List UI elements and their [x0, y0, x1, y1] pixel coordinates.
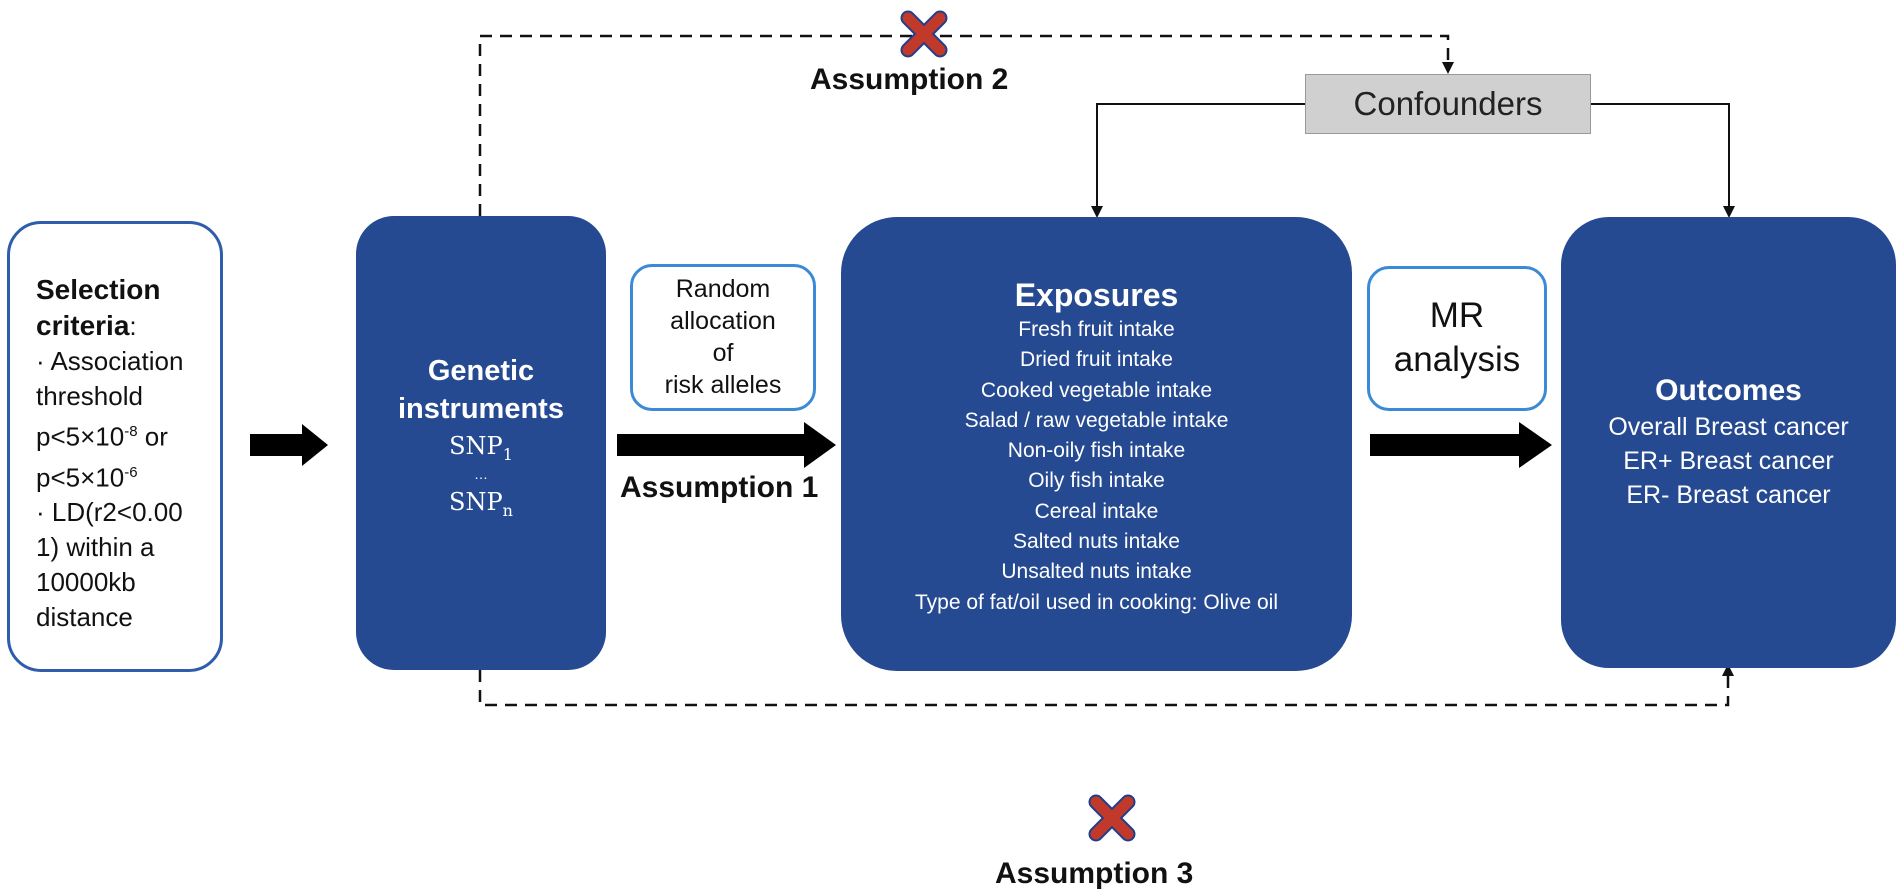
exposure-item: Type of fat/oil used in cooking: Olive o…: [914, 590, 1279, 614]
criteria-line: threshold: [36, 381, 143, 411]
exposures-to-outcomes-arrow: [1370, 422, 1552, 468]
assumption-2-dashed-line: [478, 34, 1450, 216]
random-allocation-box: Random allocation of risk alleles: [630, 264, 816, 411]
mr-analysis-line: analysis: [1393, 340, 1521, 379]
exposure-item: Cooked vegetable intake: [980, 378, 1213, 402]
mr-analysis-line: MR: [1429, 296, 1485, 335]
criteria-line: p<5×10-6: [36, 462, 138, 493]
genetic-to-exposures-arrow: [617, 422, 836, 468]
selection-criteria-box: Selection criteria: · Association thresh…: [7, 221, 223, 672]
assumption-3-dashed-line: [478, 670, 1730, 707]
confounders-box: Confounders: [1305, 74, 1591, 134]
random-allocation-line: Random: [675, 275, 771, 303]
exposures-title: Exposures: [1014, 277, 1179, 313]
selection-to-genetic-arrow: [250, 424, 328, 466]
criteria-line: distance: [36, 602, 133, 633]
exposure-item: Oily fish intake: [1028, 469, 1165, 493]
exposure-item: Salad / raw vegetable intake: [964, 408, 1229, 432]
exposure-item: Unsalted nuts intake: [1001, 560, 1192, 584]
genetic-title-line2: instruments: [398, 393, 564, 425]
random-allocation-line: of: [712, 339, 734, 367]
outcome-item: Overall Breast cancer: [1608, 413, 1849, 441]
confounders-to-outcomes-line: [1591, 103, 1730, 210]
exposure-item: Salted nuts intake: [1013, 530, 1180, 554]
outcomes-title: Outcomes: [1655, 374, 1802, 407]
outcome-item: ER- Breast cancer: [1626, 481, 1831, 509]
cross-icon: [1088, 794, 1136, 842]
criteria-line: 1) within a: [36, 532, 155, 563]
random-allocation-line: allocation: [670, 307, 776, 335]
criteria-line: 10000kb: [36, 567, 136, 598]
exposure-item: Dried fruit intake: [1020, 348, 1173, 372]
genetic-instruments-box: Genetic instruments SNP1 … SNPn: [356, 216, 606, 670]
assumption-2-arrowhead: [1442, 62, 1454, 74]
snp-last: SNPn: [449, 487, 513, 520]
genetic-title-line1: Genetic: [427, 355, 535, 387]
outcomes-box: Outcomes Overall Breast cancer ER+ Breas…: [1561, 217, 1896, 668]
snp-ellipsis: …: [474, 465, 488, 482]
confounders-to-outcomes-arrowhead: [1723, 206, 1735, 218]
mr-analysis-box: MR analysis: [1367, 266, 1547, 411]
confounders-to-exposures-arrowhead: [1091, 206, 1103, 218]
criteria-line: p<5×10-8 or: [36, 421, 168, 452]
snp-first: SNP1: [449, 432, 513, 464]
selection-criteria-title: Selection criteria: [36, 274, 161, 341]
outcome-item: ER+ Breast cancer: [1623, 447, 1834, 475]
assumption-3-label: Assumption 3: [995, 857, 1194, 890]
exposure-item: Cereal intake: [1034, 499, 1159, 523]
assumption-1-label: Assumption 1: [620, 471, 819, 504]
criteria-line: · LD(r2<0.00: [36, 497, 183, 528]
assumption-3-arrowhead: [1722, 664, 1734, 676]
exposures-box: Exposures Fresh fruit intake Dried fruit…: [841, 217, 1352, 671]
cross-icon: [900, 10, 948, 58]
exposure-item: Fresh fruit intake: [1018, 318, 1175, 341]
exposure-item: Non-oily fish intake: [1007, 439, 1186, 463]
assumption-2-label: Assumption 2: [810, 63, 1009, 96]
criteria-line: · Association: [36, 346, 184, 376]
confounders-to-exposures-line: [1096, 103, 1305, 210]
random-allocation-line: risk alleles: [664, 371, 782, 399]
